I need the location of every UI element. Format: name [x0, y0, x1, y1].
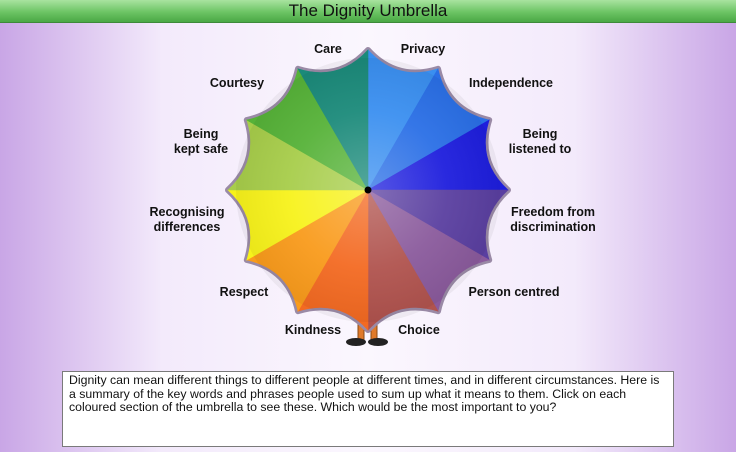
- label-freedom-from-discrimination[interactable]: Freedom from discrimination: [510, 205, 596, 234]
- label-being-listened-to[interactable]: Being listened to: [508, 127, 572, 156]
- description-text: Dignity can mean different things to dif…: [69, 373, 660, 414]
- label-person-centred[interactable]: Person centred: [468, 285, 560, 299]
- label-being-kept-safe[interactable]: Being kept safe: [173, 127, 229, 156]
- label-independence[interactable]: Independence: [468, 76, 554, 90]
- label-choice[interactable]: Choice: [398, 323, 440, 337]
- label-respect[interactable]: Respect: [219, 285, 269, 299]
- title-bar: The Dignity Umbrella: [0, 0, 736, 23]
- label-recognising-differences[interactable]: Recognising differences: [149, 205, 225, 234]
- label-care[interactable]: Care: [314, 42, 342, 56]
- label-kindness[interactable]: Kindness: [284, 323, 342, 337]
- page-title: The Dignity Umbrella: [288, 1, 448, 20]
- description-box: Dignity can mean different things to dif…: [62, 371, 674, 447]
- label-privacy[interactable]: Privacy: [400, 42, 446, 56]
- umbrella-center-point: [364, 186, 372, 194]
- label-courtesy[interactable]: Courtesy: [209, 76, 265, 90]
